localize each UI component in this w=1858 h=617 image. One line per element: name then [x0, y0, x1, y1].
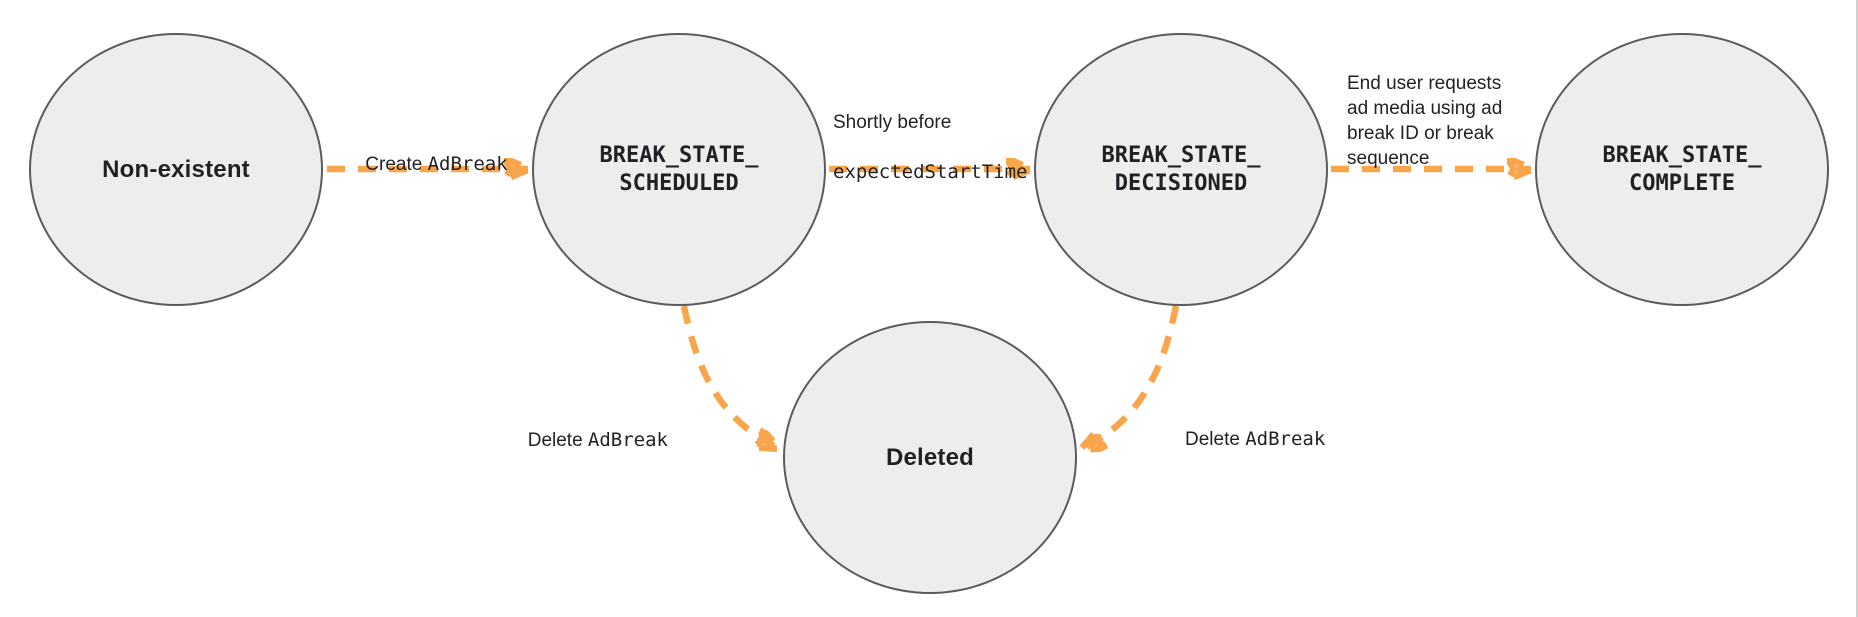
edge-label-delete-adbreak-right: Delete AdBreak: [1185, 428, 1326, 450]
node-break-state-scheduled-label: BREAK_STATE_ SCHEDULED: [599, 142, 759, 196]
edge-label-shortly-before: Shortly before expectedStartTime: [833, 112, 1028, 183]
node-deleted-label: Deleted: [885, 443, 975, 471]
node-deleted: Deleted: [783, 321, 1077, 594]
node-break-state-complete: BREAK_STATE_ COMPLETE: [1535, 33, 1829, 306]
node-break-state-decisioned: BREAK_STATE_ DECISIONED: [1034, 33, 1328, 306]
node-non-existent-label: Non-existent: [102, 155, 250, 183]
node-break-state-complete-label: BREAK_STATE_ COMPLETE: [1602, 142, 1762, 196]
edge-label-delete-adbreak-left: Delete AdBreak: [527, 429, 668, 451]
edge-label-create-adbreak: Create AdBreak: [365, 153, 508, 175]
edge-delete-from-scheduled: [680, 305, 778, 448]
edge-label-end-user-requests: End user requests ad media using ad brea…: [1347, 73, 1503, 169]
node-break-state-scheduled: BREAK_STATE_ SCHEDULED: [532, 33, 826, 306]
node-non-existent: Non-existent: [29, 33, 323, 306]
edge-delete-from-decisioned: [1082, 305, 1180, 449]
node-break-state-decisioned-label: BREAK_STATE_ DECISIONED: [1101, 142, 1261, 196]
